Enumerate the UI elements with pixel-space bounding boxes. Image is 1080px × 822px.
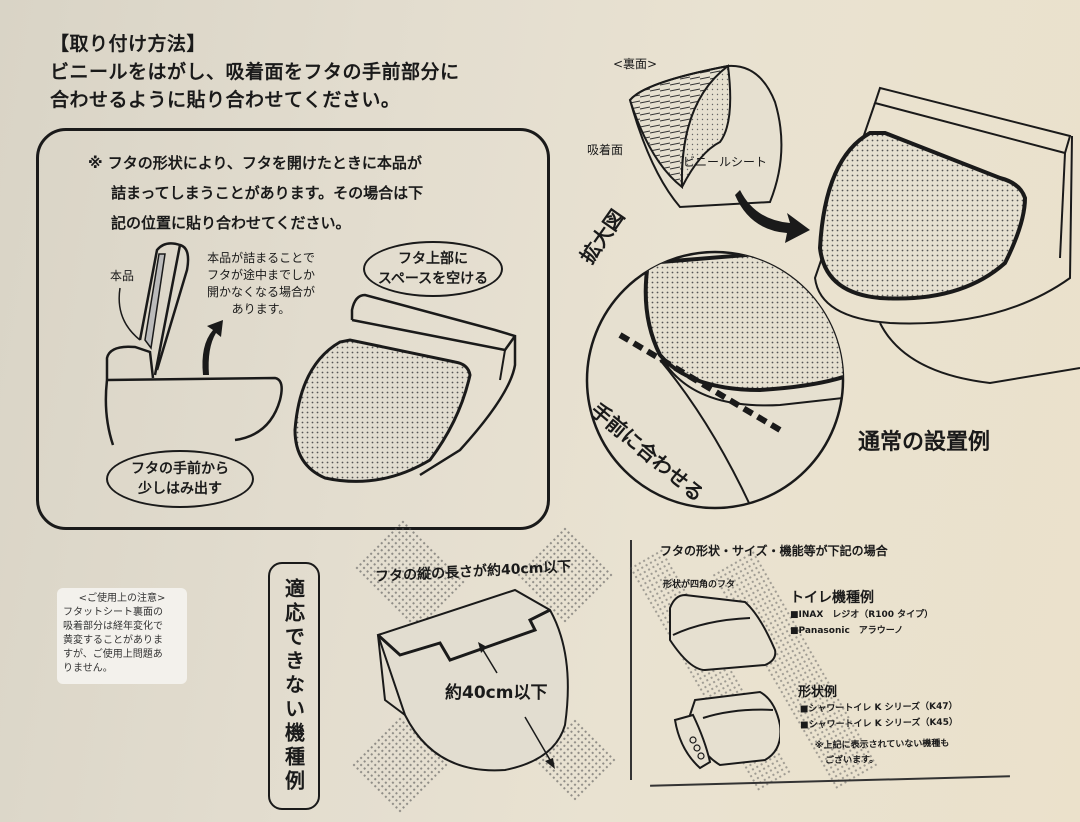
footnote: ※上記に表示されていない機種も ございます。 — [814, 738, 950, 766]
list-item: ■Panasonic アラウーノ — [790, 626, 904, 636]
suction-surface-label: 吸着面 — [587, 143, 624, 157]
vinyl-sheet-label: ビニールシート — [683, 155, 768, 169]
list-item: ■シャワートイレ K シリーズ（K45） — [800, 717, 959, 731]
sheet-back-diagram — [628, 64, 783, 209]
caution-box — [36, 128, 550, 530]
closed-lid-toilet-illustration — [293, 293, 517, 483]
section-divider — [630, 540, 632, 780]
square-lid-label: 形状が四角のフタ — [663, 580, 736, 590]
incompatible-models-label-box: 適応できない機種例 — [268, 562, 320, 810]
toilet-models-list: ■INAX レジオ（R100 タイプ） ■Panasonic アラウーノ — [790, 607, 933, 639]
caution-text: ※ フタの形状により、フタを開けたときに本品が 詰まってしまうことがあります。そ… — [88, 148, 423, 238]
product-label: 本品 — [110, 269, 135, 283]
shape-heading: 形状例 — [798, 685, 838, 700]
incompatible-models-label: 適応できない機種例 — [281, 578, 306, 794]
caution-line-3: 記の位置に貼り合わせてください。 — [111, 214, 351, 232]
model-illustrations — [669, 593, 780, 770]
caution-line-2: 詰まってしまうことがあります。その場合は下 — [111, 184, 424, 202]
condition-heading: フタの形状・サイズ・機能等が下記の場合 — [660, 544, 888, 558]
zoom-detail-illustration — [585, 250, 845, 510]
arrow-icon — [735, 190, 810, 243]
jam-note: 本品が詰まることで フタが途中までしか 開かなくなる場合が あります。 — [207, 251, 316, 316]
oval-top-space: フタ上部に スペースを空ける — [363, 241, 503, 297]
oval-bottom-overhang: フタの手前から 少しはみ出す — [106, 450, 254, 508]
long-lid-illustration — [376, 588, 569, 772]
usage-notice-heading: <ご使用上の注意> — [78, 593, 166, 604]
toilet-models-heading: トイレ機種例 — [790, 590, 874, 606]
instruction-line-1: ビニールをはがし、吸着面をフタの手前部分に — [50, 61, 460, 83]
instruction-line-2: 合わせるように貼り合わせてください。 — [50, 89, 401, 111]
normal-install-illustration — [813, 86, 1080, 385]
installation-instructions: 【取り付け方法】 ビニールをはがし、吸着面をフタの手前部分に 合わせるように貼り… — [50, 30, 460, 114]
back-side-label: <裏面> — [613, 57, 658, 71]
length-value: 約40cm以下 — [445, 683, 548, 703]
caution-line-1: ※ フタの形状により、フタを開けたときに本品が — [88, 154, 422, 172]
open-lid-toilet-illustration — [104, 242, 283, 446]
section-title: 【取り付け方法】 — [50, 33, 207, 55]
shape-models-list: ■シャワートイレ K シリーズ（K47） ■シャワートイレ K シリーズ（K45… — [800, 699, 958, 734]
normal-install-label: 通常の設置例 — [858, 430, 991, 455]
usage-notice: <ご使用上の注意> フタットシート裏面の 吸着部分は経年変化で 黄変することがあ… — [57, 588, 187, 684]
list-item: ■INAX レジオ（R100 タイプ） — [790, 610, 934, 620]
